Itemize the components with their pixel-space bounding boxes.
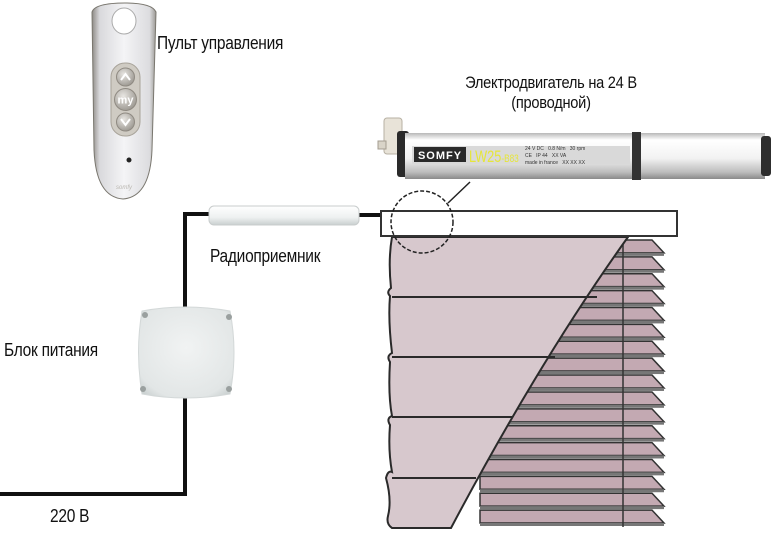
motor-spec-line3: made in france XX XX XX: [525, 160, 586, 166]
blind-slat-edge: [480, 404, 664, 408]
blind-slat-edge: [480, 438, 664, 442]
remote-my-button[interactable]: [114, 88, 137, 111]
blind-slat: [479, 492, 666, 507]
remote-led-indicator: [126, 157, 132, 163]
blind-slat-edge: [480, 337, 664, 341]
blind-slat-edge: [480, 506, 664, 510]
somfy-logo-box: [414, 147, 466, 162]
wire-power-to-mains: [0, 398, 187, 496]
radio-receiver: [208, 205, 360, 226]
power-unit-label: Блок питания: [4, 340, 98, 360]
blind-slat: [479, 509, 666, 524]
motor-model-suffix: -B83: [501, 153, 518, 165]
blind-slat-edge: [480, 421, 664, 425]
wire-receiver-to-power: [183, 212, 211, 308]
remote-brand-mark: somfy: [116, 185, 133, 191]
motor-label: Электродвигатель на 24 В (проводной): [416, 73, 686, 113]
blind-headrail: [380, 210, 678, 237]
motor-spec-line2: CE IP 44 XX VA: [525, 153, 567, 159]
chevron-up-icon: [120, 72, 131, 81]
blind-slat-edge: [480, 387, 664, 391]
motor-label-band: [412, 146, 630, 164]
motor-mid-band: [632, 132, 641, 180]
wiring: [0, 212, 383, 496]
blind-slats: [479, 237, 666, 527]
motor-model-main: LW25: [469, 147, 501, 166]
blind-slat: [479, 424, 666, 440]
blind: [380, 190, 678, 529]
power-screw-bl: [140, 386, 146, 392]
blind-slat-edge: [480, 320, 664, 324]
blind-slat-edge: [480, 354, 664, 358]
remote-up-button[interactable]: [116, 67, 135, 87]
power-supply: [138, 306, 235, 399]
power-screw-tl: [142, 312, 148, 318]
motor-label-line2: (проводной): [511, 93, 591, 112]
power-screw-tr: [226, 314, 232, 320]
remote-my-label: my: [118, 95, 135, 107]
receiver-body: [208, 205, 360, 226]
motor-shaft: [377, 140, 387, 150]
blind-slat-edge: [480, 472, 664, 476]
receiver-label: Радиоприемник: [210, 246, 321, 266]
blind-slat-edge: [480, 489, 664, 493]
motor-right-cap: [761, 136, 771, 176]
remote-down-button[interactable]: [116, 112, 135, 132]
motor-model: LW25-B83: [469, 147, 519, 166]
chevron-down-icon: [120, 118, 131, 127]
motor-callout-circle: [390, 190, 454, 254]
remote-control: my somfy: [91, 2, 157, 200]
blind-slat-edge: [480, 371, 664, 375]
mains-voltage-label: 220 В: [50, 506, 90, 526]
blind-slat: [479, 458, 666, 474]
somfy-logo: SOMFY: [418, 150, 462, 162]
power-box-body: [138, 306, 235, 399]
blind-fabric: [384, 236, 630, 529]
power-screw-br: [226, 386, 232, 392]
blind-slat: [479, 475, 666, 490]
remote-label: Пульт управления: [157, 33, 284, 53]
motor: SOMFY LW25-B83 24 V DC 0.8 N/m 30 rpm CE…: [377, 117, 771, 204]
blind-slat-edge: [480, 455, 664, 459]
blind-slat: [479, 441, 666, 457]
remote-keyring-hole: [111, 7, 137, 35]
motor-spec-line1: 24 V DC 0.8 N/m 30 rpm: [525, 146, 585, 152]
motor-callout-line: [447, 181, 471, 204]
blind-slat-edge: [480, 523, 664, 526]
motor-label-line1: Электродвигатель на 24 В: [465, 73, 637, 92]
